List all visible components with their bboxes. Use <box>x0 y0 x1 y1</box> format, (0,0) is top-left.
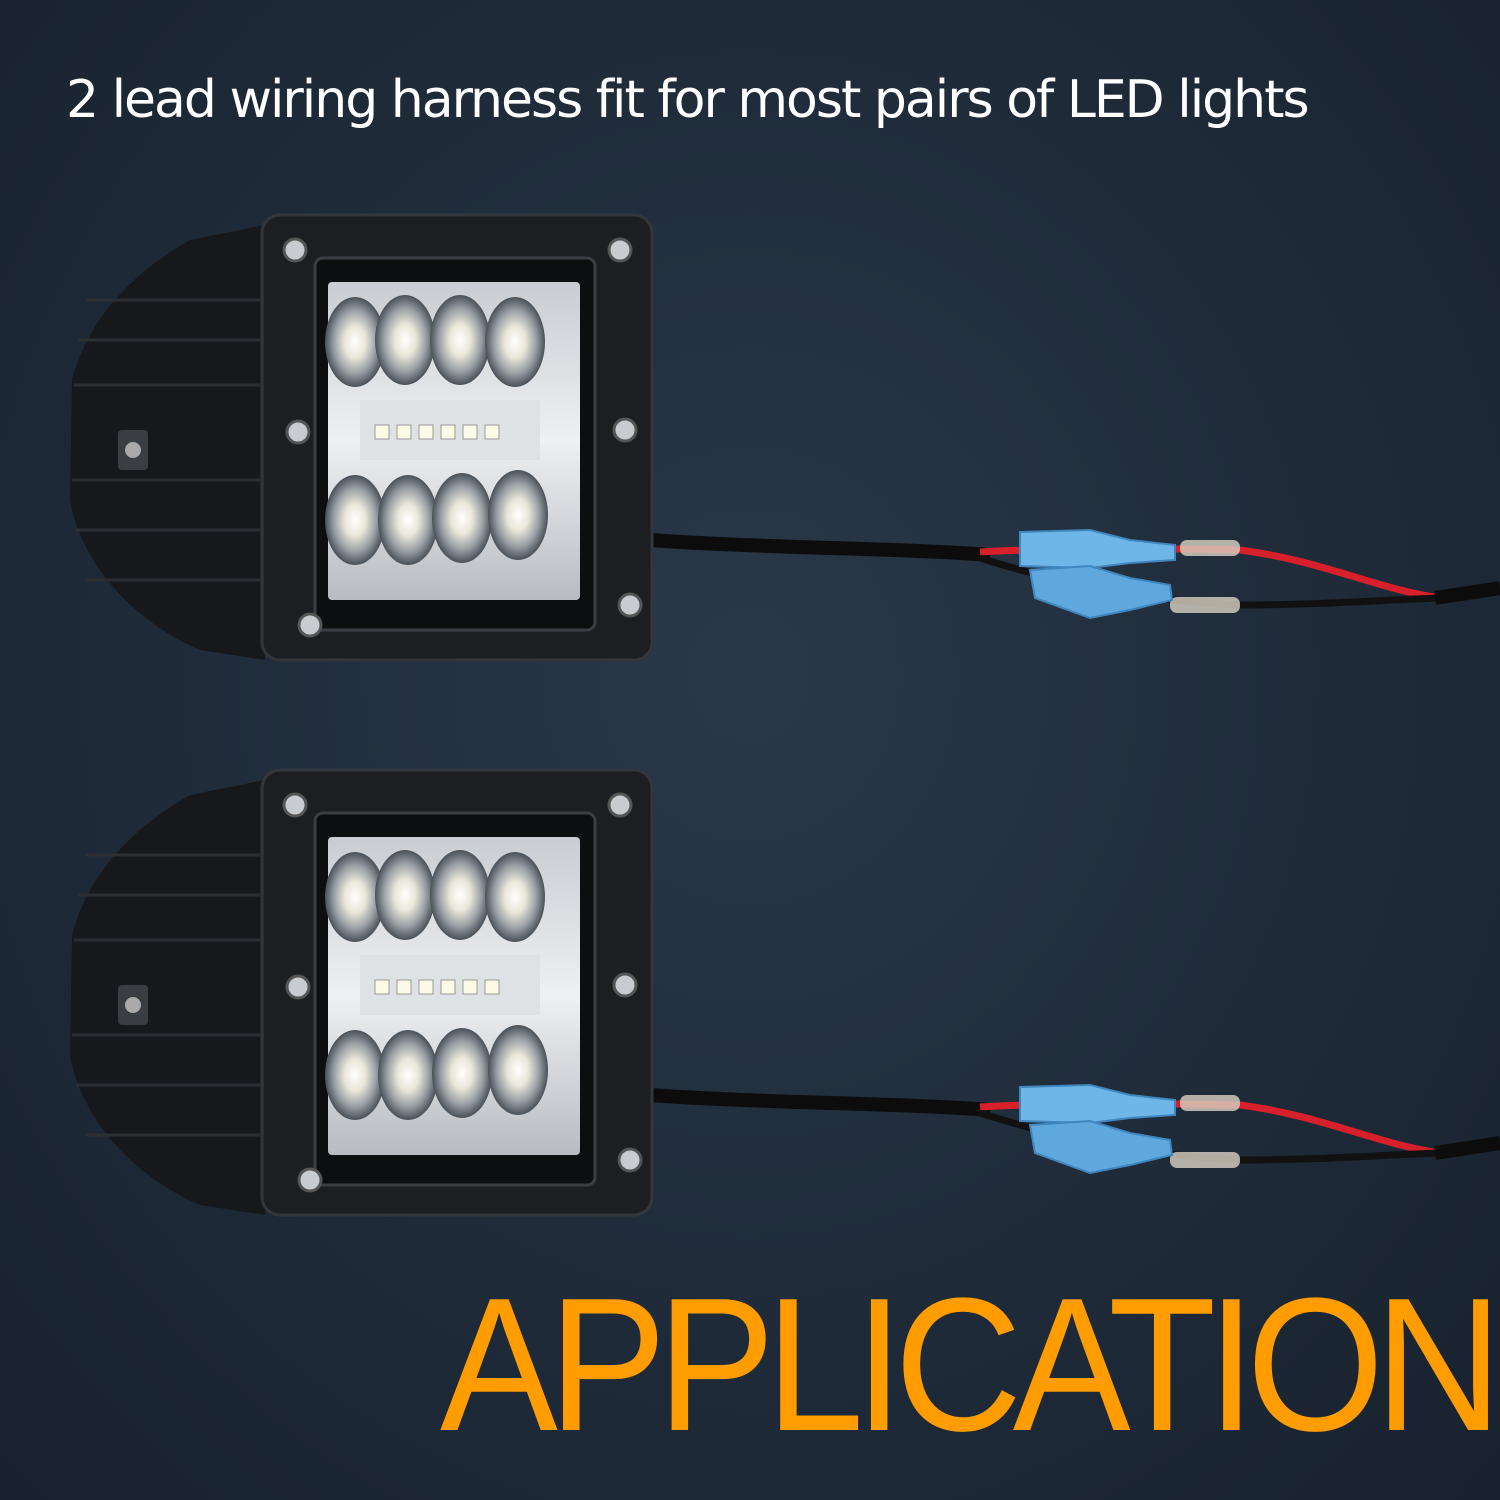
section-title: APPLICATION <box>440 1259 1500 1471</box>
headline: 2 lead wiring harness fit for most pairs… <box>66 70 1310 130</box>
led-light-bottom <box>70 770 1500 1215</box>
led-light-top <box>70 215 1500 660</box>
